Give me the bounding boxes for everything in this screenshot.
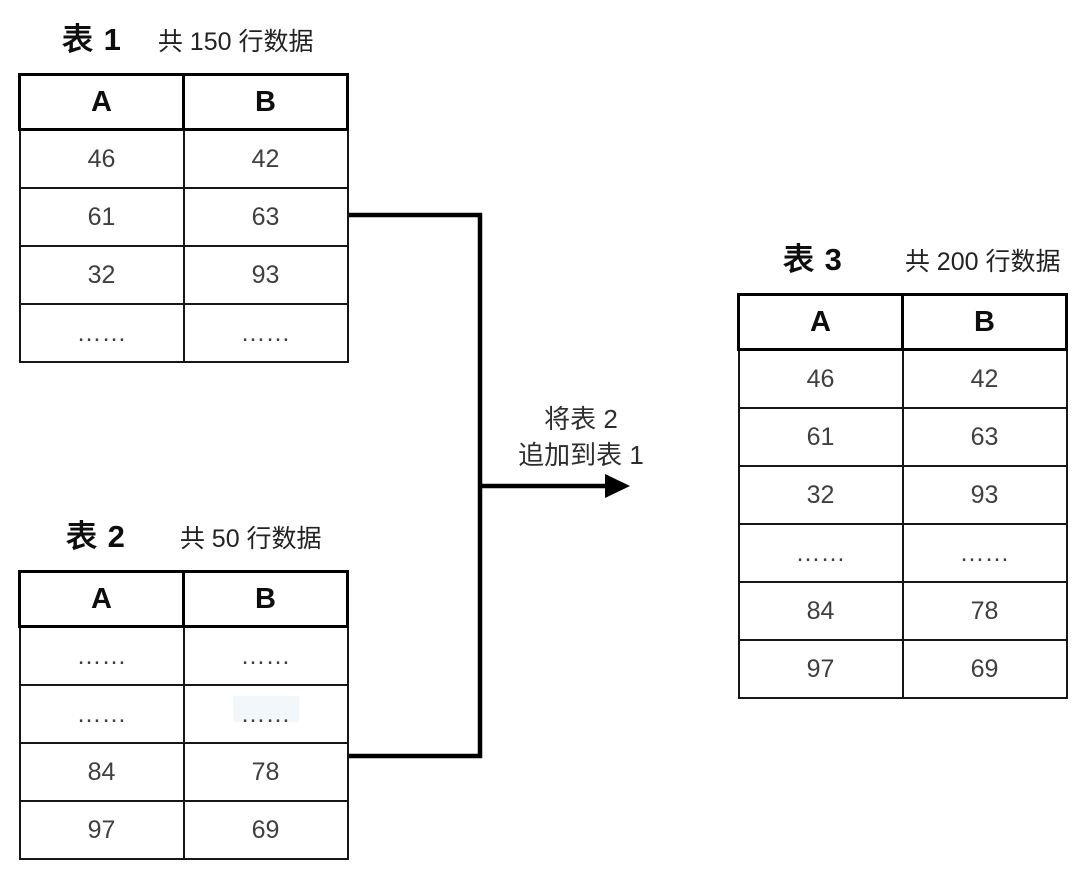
table-cell: 93 [901, 465, 1068, 525]
table-row: …… …… [18, 303, 349, 363]
table-row: 97 69 [18, 800, 349, 860]
table-row: 84 78 [18, 742, 349, 802]
highlight-artifact [232, 696, 299, 722]
table-cell: 97 [18, 800, 185, 860]
table3-row-count: 共 200 行数据 [904, 248, 1061, 276]
table2-caption: 表 2 共 50 行数据 [18, 511, 349, 554]
table-row: 84 78 [737, 581, 1068, 641]
table2-header-b: B [182, 570, 349, 628]
table-row: 61 63 [737, 407, 1068, 467]
table-row: 46 42 [18, 128, 349, 189]
table-cell: 61 [737, 407, 904, 467]
arrow-label: 将表 2 追加到表 1 [488, 401, 674, 473]
table-cell: 42 [901, 348, 1068, 409]
table-cell: 46 [737, 348, 904, 409]
table1-caption: 表 1 共 150 行数据 [18, 14, 349, 57]
table-cell: 42 [182, 128, 349, 189]
table1-header-b: B [182, 73, 349, 131]
table2-header-row: A B [18, 570, 349, 628]
table-cell: …… [901, 523, 1068, 583]
table3-caption: 表 3 共 200 行数据 [737, 234, 1068, 277]
table-cell: 97 [737, 639, 904, 699]
table1: A B 46 42 61 63 32 93 …… [18, 73, 349, 363]
table-cell: 84 [737, 581, 904, 641]
table1-title: 表 1 [62, 22, 122, 57]
table3-header-row: A B [737, 293, 1068, 351]
table2-header-a: A [18, 570, 185, 628]
table-cell: 63 [182, 187, 349, 247]
table-cell: …… [737, 523, 904, 583]
table3-block: 表 3 共 200 行数据 A B 46 42 61 63 [737, 234, 1068, 699]
table1-row-count: 共 150 行数据 [157, 28, 314, 56]
table-row: …… …… [18, 625, 349, 686]
table2: A B …… …… …… …… 84 78 97 [18, 570, 349, 860]
table-cell: …… [182, 684, 349, 744]
table-cell: 32 [737, 465, 904, 525]
table-cell: …… [18, 684, 185, 744]
table2-row-count: 共 50 行数据 [179, 525, 322, 553]
arrow-label-line1: 将表 2 [544, 404, 618, 434]
table1-header-row: A B [18, 73, 349, 131]
table-cell: 46 [18, 128, 185, 189]
arrow-label-line2: 追加到表 1 [518, 440, 644, 470]
table-cell: 78 [182, 742, 349, 802]
table1-header-a: A [18, 73, 185, 131]
table3-title: 表 3 [783, 242, 843, 277]
bracket-line [340, 212, 483, 759]
table3: A B 46 42 61 63 32 93 …… [737, 293, 1068, 699]
table-cell: 93 [182, 245, 349, 305]
table-cell: …… [18, 625, 185, 686]
table-row: 61 63 [18, 187, 349, 247]
table-cell: 69 [901, 639, 1068, 699]
table1-block: 表 1 共 150 行数据 A B 46 42 61 63 [18, 14, 349, 363]
table-cell: 32 [18, 245, 185, 305]
table-cell: …… [182, 625, 349, 686]
table2-block: 表 2 共 50 行数据 A B …… …… …… …… 8 [18, 511, 349, 860]
table-row: …… …… [18, 684, 349, 744]
arrow-head-icon [605, 474, 630, 498]
table-row: 46 42 [737, 348, 1068, 409]
table-row: 32 93 [737, 465, 1068, 525]
table-cell: 63 [901, 407, 1068, 467]
table-cell: 69 [182, 800, 349, 860]
table-row: 32 93 [18, 245, 349, 305]
table2-title: 表 2 [66, 519, 126, 554]
table-cell: 61 [18, 187, 185, 247]
table-cell: 78 [901, 581, 1068, 641]
table-cell: …… [182, 303, 349, 363]
table-cell: …… [18, 303, 185, 363]
table-row: 97 69 [737, 639, 1068, 699]
table-row: …… …… [737, 523, 1068, 583]
table3-header-b: B [901, 293, 1068, 351]
table3-header-a: A [737, 293, 904, 351]
table-cell: 84 [18, 742, 185, 802]
